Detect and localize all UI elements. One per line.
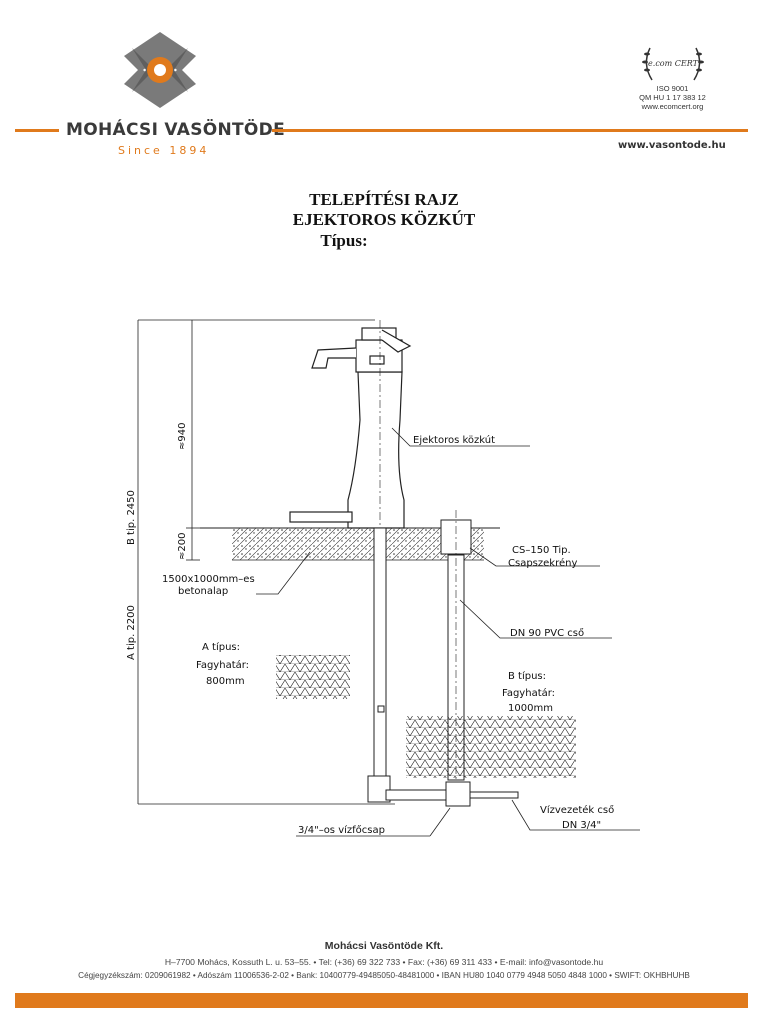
cert-iso: ISO 9001 bbox=[656, 84, 689, 93]
cert-laurel-icon: e.com CERT bbox=[640, 44, 706, 89]
cert-qm: QM HU 1 17 383 12 bbox=[639, 93, 706, 102]
company-logo-icon bbox=[120, 28, 200, 117]
label-base-size: 1500x1000mm–es bbox=[162, 574, 255, 585]
dim-200: ≈200 bbox=[177, 533, 188, 560]
dimension-labels: ≈940 ≈200 B tip. 2450 A tip. 2200 bbox=[126, 423, 188, 660]
footer-bar bbox=[15, 993, 748, 1008]
label-b-frost: Fagyhatár: bbox=[502, 687, 555, 699]
label-pvc-pipe: DN 90 PVC cső bbox=[510, 627, 584, 639]
dim-940: ≈940 bbox=[177, 423, 188, 450]
footer-company: Mohácsi Vasöntöde Kft. bbox=[324, 940, 444, 952]
label-main-tap: 3/4"–os vízfőcsap bbox=[298, 824, 385, 836]
header-rule-right bbox=[272, 129, 748, 132]
label-box-type: CS–150 Tip. bbox=[512, 545, 571, 556]
label-base-name: betonalap bbox=[178, 586, 228, 597]
header-rule-left bbox=[15, 129, 59, 132]
label-box-name: Csapszekrény bbox=[508, 557, 577, 569]
website-link[interactable]: www.vasontode.hu bbox=[618, 140, 726, 151]
footer-address: H–7700 Mohács, Kossuth L. u. 53–55. • Te… bbox=[164, 957, 604, 967]
label-pump: Ejektoros közkút bbox=[413, 434, 495, 446]
cert-web: www.ecomcert.org bbox=[641, 102, 704, 111]
company-since: Since 1894 bbox=[118, 144, 210, 157]
cert-mark-text: e.com CERT bbox=[648, 59, 699, 68]
label-a-depth: 800mm bbox=[206, 676, 245, 687]
frost-zone-a bbox=[276, 655, 350, 699]
title-line2: EJEKTOROS KÖZKÚT bbox=[292, 210, 476, 229]
footer-registry: Cégjegyzékszám: 0209061982 • Adószám 110… bbox=[78, 971, 690, 980]
cert-block: ISO 9001 QM HU 1 17 383 12 www.ecomcert.… bbox=[620, 84, 725, 111]
label-water-pipe: Vízvezeték cső bbox=[540, 804, 614, 816]
title-line3: Típus: bbox=[320, 231, 368, 250]
dim-b-type: B tip. 2450 bbox=[126, 490, 137, 545]
label-water-size: DN 3/4" bbox=[562, 820, 601, 831]
frost-zone-b bbox=[406, 716, 576, 778]
company-name: MOHÁCSI VASÖNTÖDE bbox=[66, 120, 285, 140]
dim-a-type: A tip. 2200 bbox=[126, 605, 137, 660]
label-a-frost: Fagyhatár: bbox=[196, 659, 249, 671]
label-b-type: B típus: bbox=[508, 670, 546, 682]
title-line1: TELEPÍTÉSI RAJZ bbox=[309, 190, 459, 209]
label-b-depth: 1000mm bbox=[508, 703, 553, 714]
label-a-type: A típus: bbox=[202, 641, 240, 653]
public-well-pump-icon bbox=[289, 327, 412, 529]
